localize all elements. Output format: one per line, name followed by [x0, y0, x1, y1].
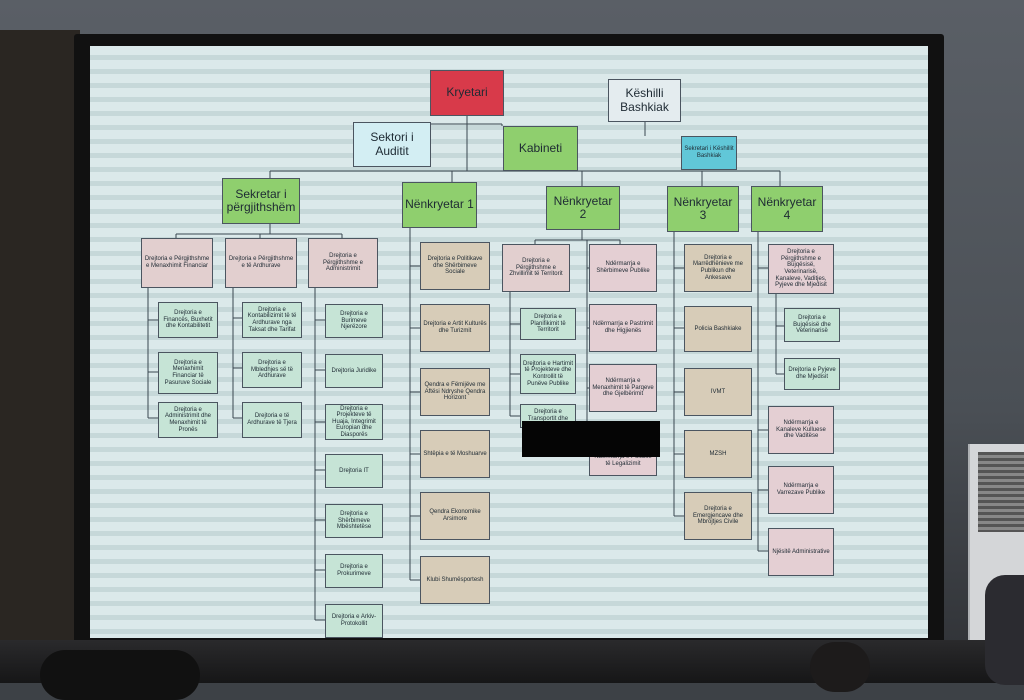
n1-unit-box: Drejtoria e Artit Kulturës dhe Turizmit — [420, 304, 490, 352]
redaction-bar — [522, 421, 660, 457]
air-conditioner-grill — [978, 452, 1024, 532]
n4-unit-box: Ndërmarrja e Varrezave Publike — [768, 466, 834, 514]
bujqesise-sub-box: Drejtoria e Bujqësisë dhe Veterinarisë — [784, 308, 840, 342]
nenkryetar-3-box: Nënkryetar 3 — [667, 186, 739, 232]
drejtoria-administrimit-box: Drejtoria e Përgjithshme e Administrimit — [308, 238, 378, 288]
audience-person — [985, 575, 1024, 685]
n1-unit-box: Qendra e Fëmijëve me Aftësi Ndryshe Qend… — [420, 368, 490, 416]
n4-unit-box: Ndërmarrja e Kanaleve Kulluese dhe Vadit… — [768, 406, 834, 454]
n2-ndermarrja-box: Ndërmarrja e Shërbimeve Publike — [589, 244, 657, 292]
n3-unit-box: MZSH — [684, 430, 752, 478]
nenkryetar-2-box: Nënkryetar 2 — [546, 186, 620, 230]
ardhurave-sub-box: Drejtoria e Kontabilizimit të të Ardhura… — [242, 302, 302, 338]
administrimit-sub-box: Drejtoria e Projekteve të Huaja, Integri… — [325, 404, 383, 440]
n4-unit-box: Njësitë Administrative — [768, 528, 834, 576]
n3-unit-box: Drejtoria e Emergjencave dhe Mbrojtjes C… — [684, 492, 752, 540]
sekretar-pergjithshem-box: Sekretar i përgjithshëm — [222, 178, 300, 224]
drejtoria-bujqesise-box: Drejtoria e Përgjithshme e Bujqësisë, Ve… — [768, 244, 834, 294]
kabineti-box: Kabineti — [503, 126, 578, 171]
administrimit-sub-box: Drejtoria e Arkiv-Protokollit — [325, 604, 383, 638]
sektori-auditit-box: Sektori i Auditit — [353, 122, 431, 167]
n3-unit-box: Policia Bashkiake — [684, 306, 752, 352]
zhvillimit-sub-box: Drejtoria e Planifikimit të Territorit — [520, 308, 576, 340]
administrimit-sub-box: Drejtoria IT — [325, 454, 383, 488]
kryetari-box: Kryetari — [430, 70, 504, 116]
n3-unit-box: Drejtoria e Marrëdhënieve me Publikun dh… — [684, 244, 752, 292]
connector-lines — [147, 116, 784, 621]
n2-ndermarrja-box: Ndërmarrja e Pastrimit dhe Higjienës — [589, 304, 657, 352]
nenkryetar-1-box: Nënkryetar 1 — [402, 182, 477, 228]
audience-head — [810, 642, 870, 692]
n2-ndermarrja-box: Ndërmarrja e Menaxhimit të Parqeve dhe G… — [589, 364, 657, 412]
nenkryetar-4-box: Nënkryetar 4 — [751, 186, 823, 232]
n1-unit-box: Shtëpia e të Moshuarve — [420, 430, 490, 478]
administrimit-sub-box: Drejtoria e Prokurimeve — [325, 554, 383, 588]
drejtoria-ardhurave-box: Drejtoria e Përgjithshme e të Ardhurave — [225, 238, 297, 288]
drejtoria-menaxhimit-financiar-box: Drejtoria e Përgjithshme e Menaxhimit Fi… — [141, 238, 213, 288]
projection-screen: Kryetari Këshilli Bashkiak Sektori i Aud… — [90, 46, 928, 638]
administrimit-sub-box: Drejtoria e Shërbimeve Mbështetëse — [325, 504, 383, 538]
administrimit-sub-box: Drejtoria e Burimeve Njerëzore — [325, 304, 383, 338]
ardhurave-sub-box: Drejtoria e Mbledhjes së të Ardhurave — [242, 352, 302, 388]
sekretari-keshillit-box: Sekretari i Këshillit Bashkiak — [681, 136, 737, 170]
n1-unit-box: Qendra Ekonomike Arsimore — [420, 492, 490, 540]
drejtoria-zhvillimit-territorit-box: Drejtoria e Përgjithshme e Zhvillimit të… — [502, 244, 570, 292]
n3-unit-box: IVMT — [684, 368, 752, 416]
room-left-wall — [0, 30, 80, 683]
administrimit-sub-box: Drejtoria Juridike — [325, 354, 383, 388]
n1-unit-box: Klubi Shumësportesh — [420, 556, 490, 604]
audience-head — [40, 650, 200, 700]
ardhurave-sub-box: Drejtoria e të Ardhurave të Tjera — [242, 402, 302, 438]
zhvillimit-sub-box: Drejtoria e Hartimit të Projekteve dhe K… — [520, 354, 576, 394]
financiar-sub-box: Drejtoria e Financës, Buxhetit dhe Konta… — [158, 302, 218, 338]
keshilli-bashkiak-box: Këshilli Bashkiak — [608, 79, 681, 122]
bujqesise-sub-box: Drejtoria e Pyjeve dhe Mjedisit — [784, 358, 840, 390]
financiar-sub-box: Drejtoria e Menaxhimit Financiar të Pasu… — [158, 352, 218, 394]
financiar-sub-box: Drejtoria e Administrimit dhe Menaxhimit… — [158, 402, 218, 438]
n1-unit-box: Drejtoria e Politikave dhe Shërbimeve So… — [420, 242, 490, 290]
